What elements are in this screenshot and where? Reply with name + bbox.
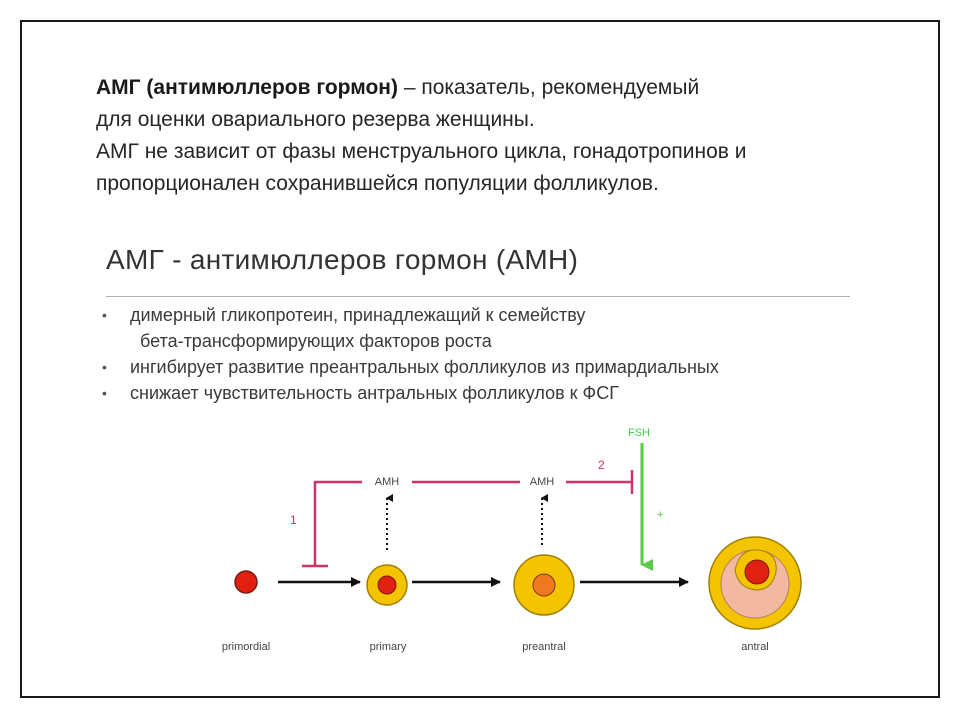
intro-bold-term: АМГ (антимюллеров гормон) [96, 76, 398, 99]
bullet-dot: • [102, 307, 107, 323]
stage-label-antral: antral [741, 641, 769, 653]
intro-line3: АМГ не зависит от фазы менструального ци… [96, 140, 747, 163]
primary-oocyte [377, 575, 397, 595]
preantral-oocyte [532, 573, 556, 597]
stage-label-primary: primary [370, 641, 407, 653]
stage-label-primordial: primordial [222, 641, 270, 653]
title-divider [106, 296, 850, 297]
bullet-continuation: бета-трансформирующих факторов роста [140, 331, 492, 351]
fsh-label: FSH [628, 427, 650, 439]
slide-frame [20, 20, 940, 698]
slide-title: АМГ - антимюллеров гормон (АМН) [106, 244, 579, 275]
inhibition-line-1 [313, 480, 362, 566]
pathway-1-label: 1 [290, 513, 297, 527]
bullet-dot: • [102, 359, 107, 375]
bullet-item: •ингибирует развитие преантральных фолли… [100, 354, 880, 380]
intro-line1-rest: – показатель, рекомендуемый [398, 76, 700, 99]
antral-oocyte [744, 559, 770, 585]
primordial-follicle [234, 570, 258, 594]
intro-text: АМГ (антимюллеров гормон) – показатель, … [96, 72, 896, 200]
stage-label-preantral: preantral [522, 641, 565, 653]
bullet-dot: • [102, 385, 107, 401]
amh-label-primary: AMH [375, 476, 400, 488]
pathway-2-label: 2 [598, 458, 605, 472]
amh-label-preantral: AMH [530, 476, 555, 488]
bullet-item: •снижает чувствительность антральных фол… [100, 380, 880, 406]
intro-line4: пропорционален сохранившейся популяции ф… [96, 172, 659, 195]
intro-line2: для оценки овариального резерва женщины. [96, 108, 535, 131]
fsh-plus-label: + [657, 509, 663, 521]
bullet-list: •димерный гликопротеин, принадлежащий к … [100, 302, 880, 406]
bullet-item: •димерный гликопротеин, принадлежащий к … [100, 302, 880, 328]
